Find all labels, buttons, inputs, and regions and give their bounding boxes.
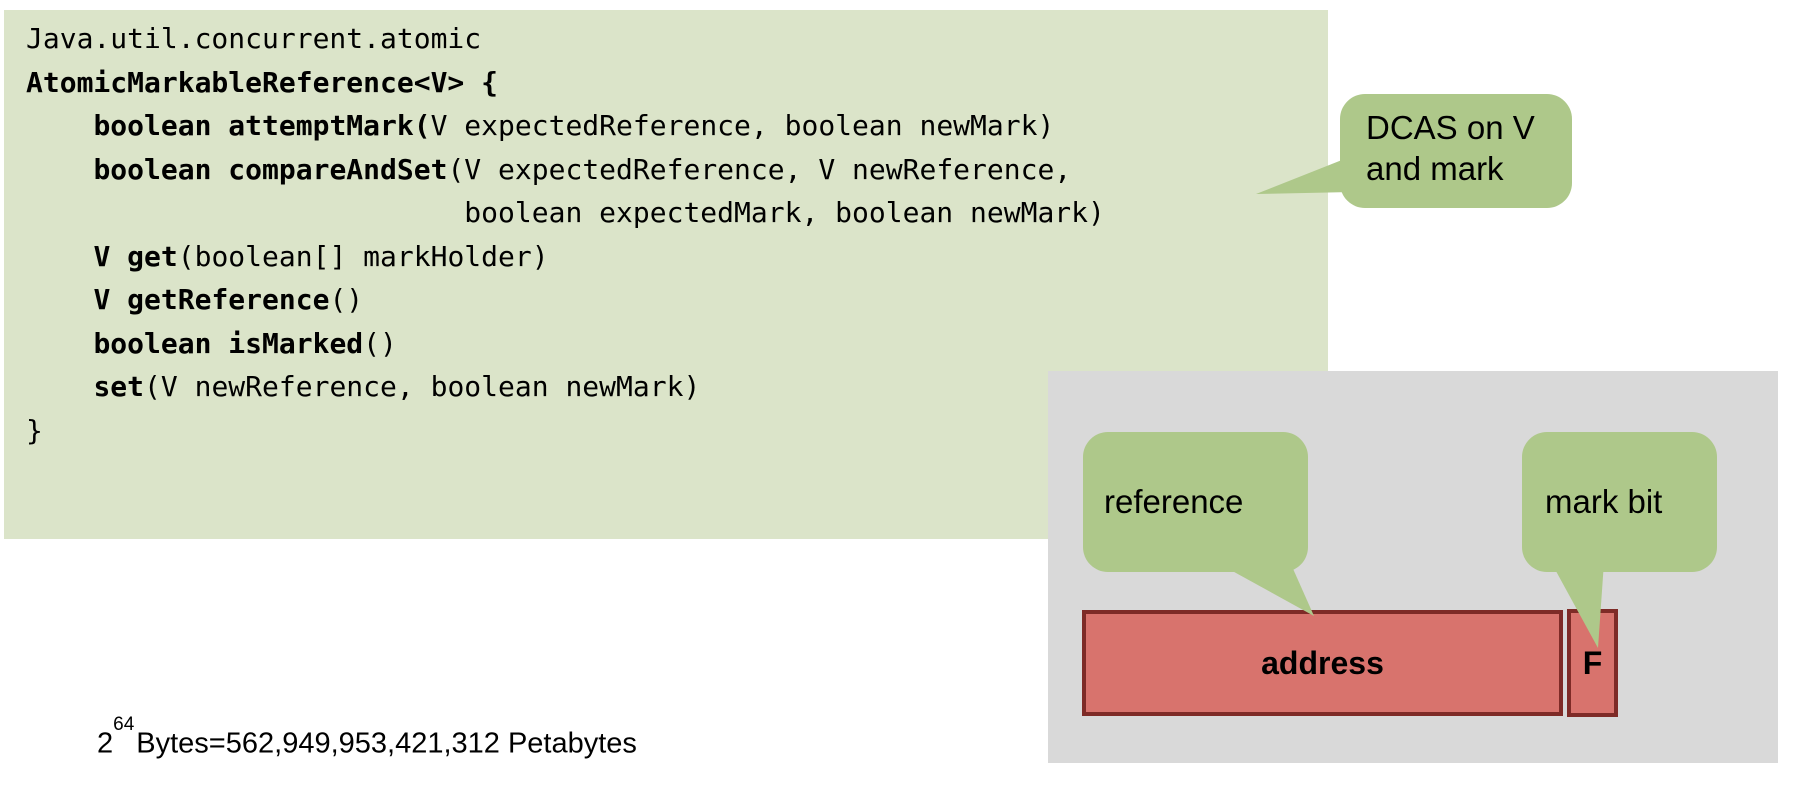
code-line: set(V newReference, boolean newMark) xyxy=(93,370,701,403)
dcas-callout-line2: and mark xyxy=(1366,150,1504,187)
address-box: address xyxy=(1082,610,1563,716)
code-line: boolean isMarked() xyxy=(93,326,397,360)
dcas-callout: DCAS on V and mark xyxy=(1340,94,1572,208)
footnote-base: 2 xyxy=(97,727,114,760)
code-line: V getReference() xyxy=(93,283,364,316)
footnote-rest: Bytes=562,949,953,421,312 Petabytes xyxy=(136,727,637,760)
mark-bit-callout: mark bit xyxy=(1522,432,1717,572)
address-label: address xyxy=(1261,644,1384,681)
mark-bit-callout-label: mark bit xyxy=(1545,483,1663,520)
code-line: AtomicMarkableReference<V> { xyxy=(26,65,499,99)
code-line: boolean expectedMark, boolean newMark) xyxy=(26,196,1105,229)
code-line: } xyxy=(26,413,43,447)
code-line: boolean compareAndSet(V expectedReferenc… xyxy=(93,152,1072,186)
mark-flag-label: F xyxy=(1582,644,1603,681)
code-line: Java.util.concurrent.atomic xyxy=(26,22,482,55)
footnote: 264Bytes=562,949,953,421,312 Petabytes xyxy=(97,714,637,761)
reference-callout: reference xyxy=(1083,432,1308,572)
code-line: boolean attemptMark(V expectedReference,… xyxy=(93,109,1055,142)
reference-callout-label: reference xyxy=(1104,483,1244,520)
code-line: V get(boolean[] markHolder) xyxy=(93,239,549,273)
dcas-callout-line1: DCAS on V xyxy=(1366,109,1535,146)
footnote-exponent: 64 xyxy=(113,714,135,735)
mark-flag-box: F xyxy=(1567,609,1618,717)
